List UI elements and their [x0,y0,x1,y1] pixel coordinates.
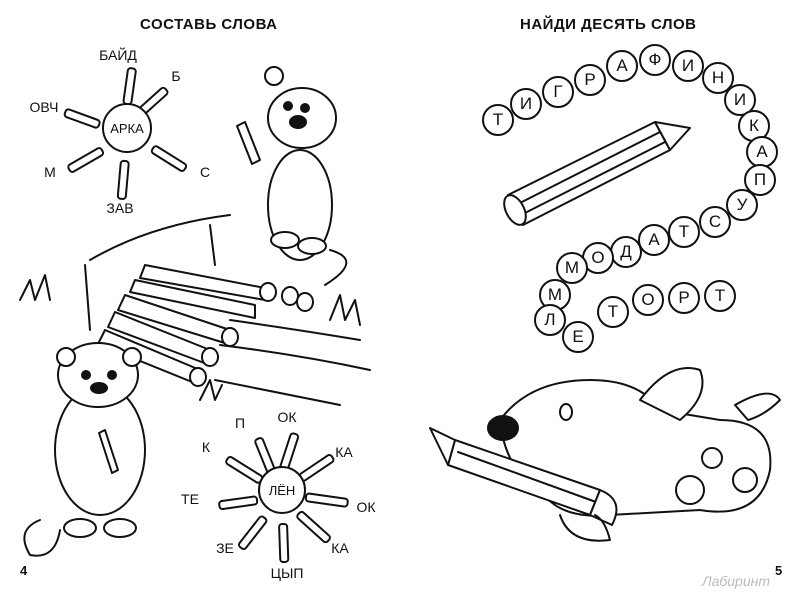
letter-bead: А [638,224,670,256]
letter-bead: О [582,242,614,274]
letter-bead: Р [574,64,606,96]
beaver-with-pencil-illustration [19,66,371,557]
letter-bead: И [724,84,756,116]
right-page-title: НАЙДИ ДЕСЯТЬ СЛОВ [520,16,697,33]
letter-bead: Д [610,236,642,268]
letter-bead: Г [542,76,574,108]
letter-bead: С [699,206,731,238]
wheel-word: ЗАВ [106,200,134,216]
wheel-word: ОК [356,499,376,515]
wheel-word: ОК [277,409,297,425]
wheel-word: БАЙД [99,47,137,63]
wheel-word: П [234,415,246,431]
letter-bead: О [632,284,664,316]
letter-bead: Е [562,321,594,353]
letter-bead: К [738,110,770,142]
wheel-word: ОВЧ [29,99,59,115]
letter-bead: Т [668,216,700,248]
watermark-text: Лабиринт [702,573,770,589]
letter-bead: Т [704,280,736,312]
letter-bead: И [672,50,704,82]
right-page-number: 5 [775,563,783,578]
letter-bead: Т [597,296,629,328]
wheel-center: ЛЁН [258,466,306,514]
letter-bead: Т [482,104,514,136]
letter-bead: И [510,88,542,120]
wheel-word: ЗЕ [216,540,234,556]
wheel-word: ЦЫП [270,565,304,581]
letter-bead: У [726,189,758,221]
wheel-word: КА [335,444,353,460]
wheel-word: М [44,164,56,180]
wheel-word: Б [171,68,181,84]
wheel-word: С [199,164,211,180]
letter-bead: Ф [639,44,671,76]
letter-bead: А [606,50,638,82]
wheel-center: АРКА [102,103,152,153]
wheel-word: ТЕ [181,491,199,507]
wheel-word: КА [331,540,349,556]
letter-bead: Р [668,282,700,314]
left-page-number: 4 [20,563,28,578]
left-page-title: СОСТАВЬ СЛОВА [140,16,278,33]
letter-bead: М [556,252,588,284]
wheel-word: К [201,439,211,455]
letter-bead: Л [534,304,566,336]
